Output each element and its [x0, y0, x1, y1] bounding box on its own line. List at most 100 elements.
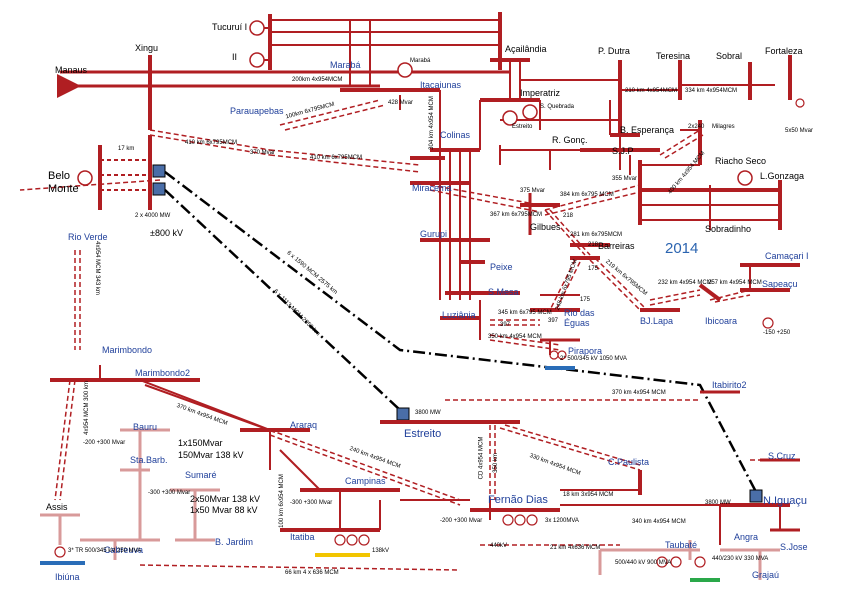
lbl-cd-fd: CD 4x954 MCM: [478, 436, 485, 480]
lbl-pdutra-ter: 210 km 4x954MCM: [625, 88, 678, 94]
lbl-bm-mw: 2 x 4000 MW: [135, 213, 171, 219]
camacari-label: Camaçari I: [765, 251, 809, 261]
lbl-gil-barr: 281 km 6x795MCM: [570, 232, 623, 238]
belo-monte: [77, 135, 166, 210]
lbl-sbarb-svc: -300 +300 Mvar: [148, 490, 191, 496]
maraba-label: Marabá: [330, 60, 361, 70]
tucurui-label: Tucuruí I: [212, 22, 248, 32]
generators: [249, 20, 753, 186]
miracema-label: Miracema: [412, 183, 452, 193]
year-label: 2014: [665, 240, 699, 257]
xingu-label: Xingu: [135, 43, 159, 53]
lbl-itac-colinas: 304 km 4x954 MCM: [428, 96, 435, 150]
lbl-est-ita: 370 km 4x954 MCM: [612, 390, 666, 396]
manaus-label: Manaus: [55, 65, 88, 75]
lbl-mar-assis: 4x954 MCM 300 km: [83, 381, 90, 435]
lbl-ter-sobral: 334 km 4x954MCM: [685, 88, 738, 94]
rgonc-label: R. Gonç.: [552, 135, 588, 145]
niguacu-label: N.Iguaçu: [763, 495, 808, 507]
rio-eguas-label-1: Rio das: [564, 308, 595, 318]
s-quebrada-label: S. Quebrada: [540, 104, 575, 110]
southeast-system: [50, 365, 800, 545]
lbl-rio-397: 397: [548, 318, 559, 324]
ii-label: II: [232, 52, 238, 62]
sjose-label: S.Jose: [780, 542, 808, 552]
estreito-top-label: Estreito: [512, 124, 533, 130]
campinas-label: Campinas: [345, 476, 386, 486]
milagres-label: Milagres: [712, 124, 735, 130]
barreiras-label: Barreiras: [598, 241, 635, 251]
sta-barb-label: Sta.Barb.: [130, 455, 168, 465]
lbl-barr-175b: 175: [580, 297, 591, 303]
sobradinho-label: Sobradinho: [705, 224, 752, 234]
scruz-label: S.Cruz: [768, 451, 796, 461]
belo-monte-label-2: Monte: [48, 183, 79, 195]
lbl-itat-kv: 138kV: [372, 548, 390, 554]
rio-eguas-label-2: Éguas: [564, 318, 590, 328]
lbl-km350: 350 km: [492, 453, 499, 473]
lgonzaga-label: L.Gonzaga: [760, 171, 805, 181]
lbl-mvar-sobral: 5x50 Mvar: [785, 128, 814, 134]
araraq-label: Araraq: [290, 420, 318, 430]
lbl-fd-ngu: 340 km 4x954 MCM: [632, 519, 686, 525]
grajau-label: Grajaú: [752, 570, 780, 580]
colinas-label: Colinas: [440, 130, 471, 140]
sumare-label: Sumaré: [185, 470, 217, 480]
imperatriz-label: Imperatriz: [520, 88, 561, 98]
lbl-bauru-svc: -200 +300 Mvar: [83, 440, 126, 446]
gurupi-label: Gurupi: [420, 229, 448, 239]
acailandia-label: Açailândia: [505, 44, 547, 54]
riacho-seco-label: Riacho Seco: [715, 156, 767, 166]
estreito-label: Estreito: [404, 428, 442, 440]
cabreuva-label: Cabreuva: [104, 545, 144, 555]
fortaleza-label: Fortaleza: [765, 46, 803, 56]
itabirito2-label: Itabirito2: [712, 380, 747, 390]
lbl-mil-sjp: 2x240: [688, 124, 705, 130]
pdutra-label: P. Dutra: [598, 46, 630, 56]
taubate-label: Taubaté: [665, 540, 698, 550]
ibiuna-label: Ibiúna: [55, 572, 80, 582]
fernao-dias-label: Fernão Dias: [488, 494, 548, 506]
bauru-label: Bauru: [133, 422, 158, 432]
ibicoara-label: Ibicoara: [705, 316, 738, 326]
lbl-pira-tr: 2* 500/345 kV 1050 MVA: [560, 356, 627, 362]
lbl-rv-mar: 4x954 MCM 343 km: [93, 241, 100, 295]
lbl-est-mw: 3800 MW: [415, 410, 441, 416]
angra-label: Angra: [734, 532, 759, 542]
dashed-lines: [19, 99, 790, 571]
lbl-barr-175a: 175: [588, 266, 599, 272]
lbl-tb-tr: 500/440 kV 900 MVA: [615, 560, 672, 566]
pink-network: [40, 428, 780, 580]
lbl-sap-mvar: -150 +250: [763, 330, 791, 336]
lbl-bm-17: 17 km: [118, 146, 135, 152]
smesa-label: S.Mesa: [488, 287, 519, 297]
peixe-label: Peixe: [490, 262, 513, 272]
lbl-bm-kv: ±800 kV: [150, 228, 183, 238]
lbl-itat-cab: 66 km 4 x 636 MCM: [285, 570, 339, 576]
lbl-fd-cp: 18 km 3x954 MCM: [563, 492, 614, 498]
lbl-barr-218: 218: [588, 242, 599, 248]
lbl-mira-gil: 375 Mvar: [520, 188, 546, 194]
bjardim-label: B. Jardim: [215, 537, 254, 547]
lbl-ngu-mw: 3800 MW: [705, 500, 731, 506]
besperanca-label: B. Esperança: [620, 125, 675, 135]
lbl-angra-tr: 440/230 kV 330 MVA: [712, 556, 769, 562]
itacaiunas-label: Itacaiunas: [420, 80, 462, 90]
marimbondo2-label: Marimbondo2: [135, 368, 191, 378]
sapeacu-label: Sapeaçu: [762, 279, 798, 289]
lbl-parau-mira: 410 km 6x795MCM: [310, 155, 363, 161]
pirapora-label: Pirapora: [568, 346, 603, 356]
cpaulista-label: C.Paulista: [608, 457, 650, 467]
assis-label: Assis: [46, 502, 68, 512]
transformers: [54, 98, 805, 568]
belo-monte-label-1: Belo: [48, 170, 71, 182]
lbl-fd-kv: 440kV: [490, 543, 508, 549]
lbl-gil-sjp: 384 km 6x795 MCM: [560, 192, 614, 198]
lbl-arar-itat: 100 km 6x954 MCM: [278, 474, 285, 528]
lbl-fd-angra: 21 km 4x636 MCM: [550, 545, 601, 551]
lbl-arar-svc: -300 +300 Mvar: [290, 500, 333, 506]
lbl-lu-rio: 345 km 6x795 MCM: [498, 310, 552, 316]
lbl-lu-397: 397: [500, 322, 511, 328]
